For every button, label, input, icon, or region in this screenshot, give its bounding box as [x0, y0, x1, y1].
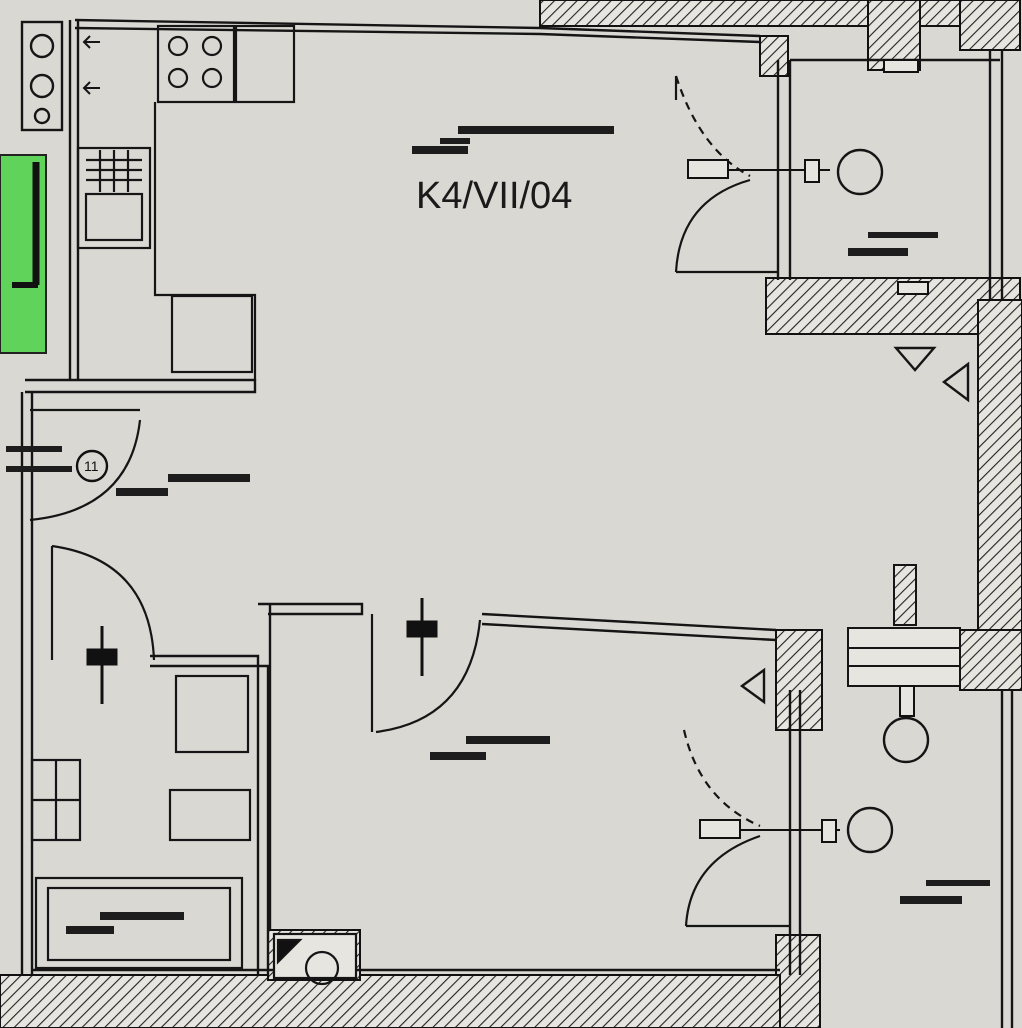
window-opening — [847, 564, 961, 687]
ventilation-shaft — [20, 20, 64, 132]
room-labels — [6, 126, 990, 934]
bathroom-fixtures — [30, 674, 358, 986]
kitchen-fixtures — [76, 24, 296, 380]
circle-fixture-icon — [836, 148, 930, 854]
electrical-symbols — [86, 598, 438, 704]
door-number-circle — [75, 449, 109, 483]
doors — [29, 75, 790, 928]
arrow-left-icon — [82, 35, 100, 95]
unit-code-label: K4/VII/04 — [416, 175, 572, 217]
triangle-marker-icon — [739, 346, 970, 705]
corridor-door-number: 11 — [84, 458, 99, 474]
installation-boxes — [687, 59, 929, 843]
highlighted-area — [0, 154, 47, 354]
